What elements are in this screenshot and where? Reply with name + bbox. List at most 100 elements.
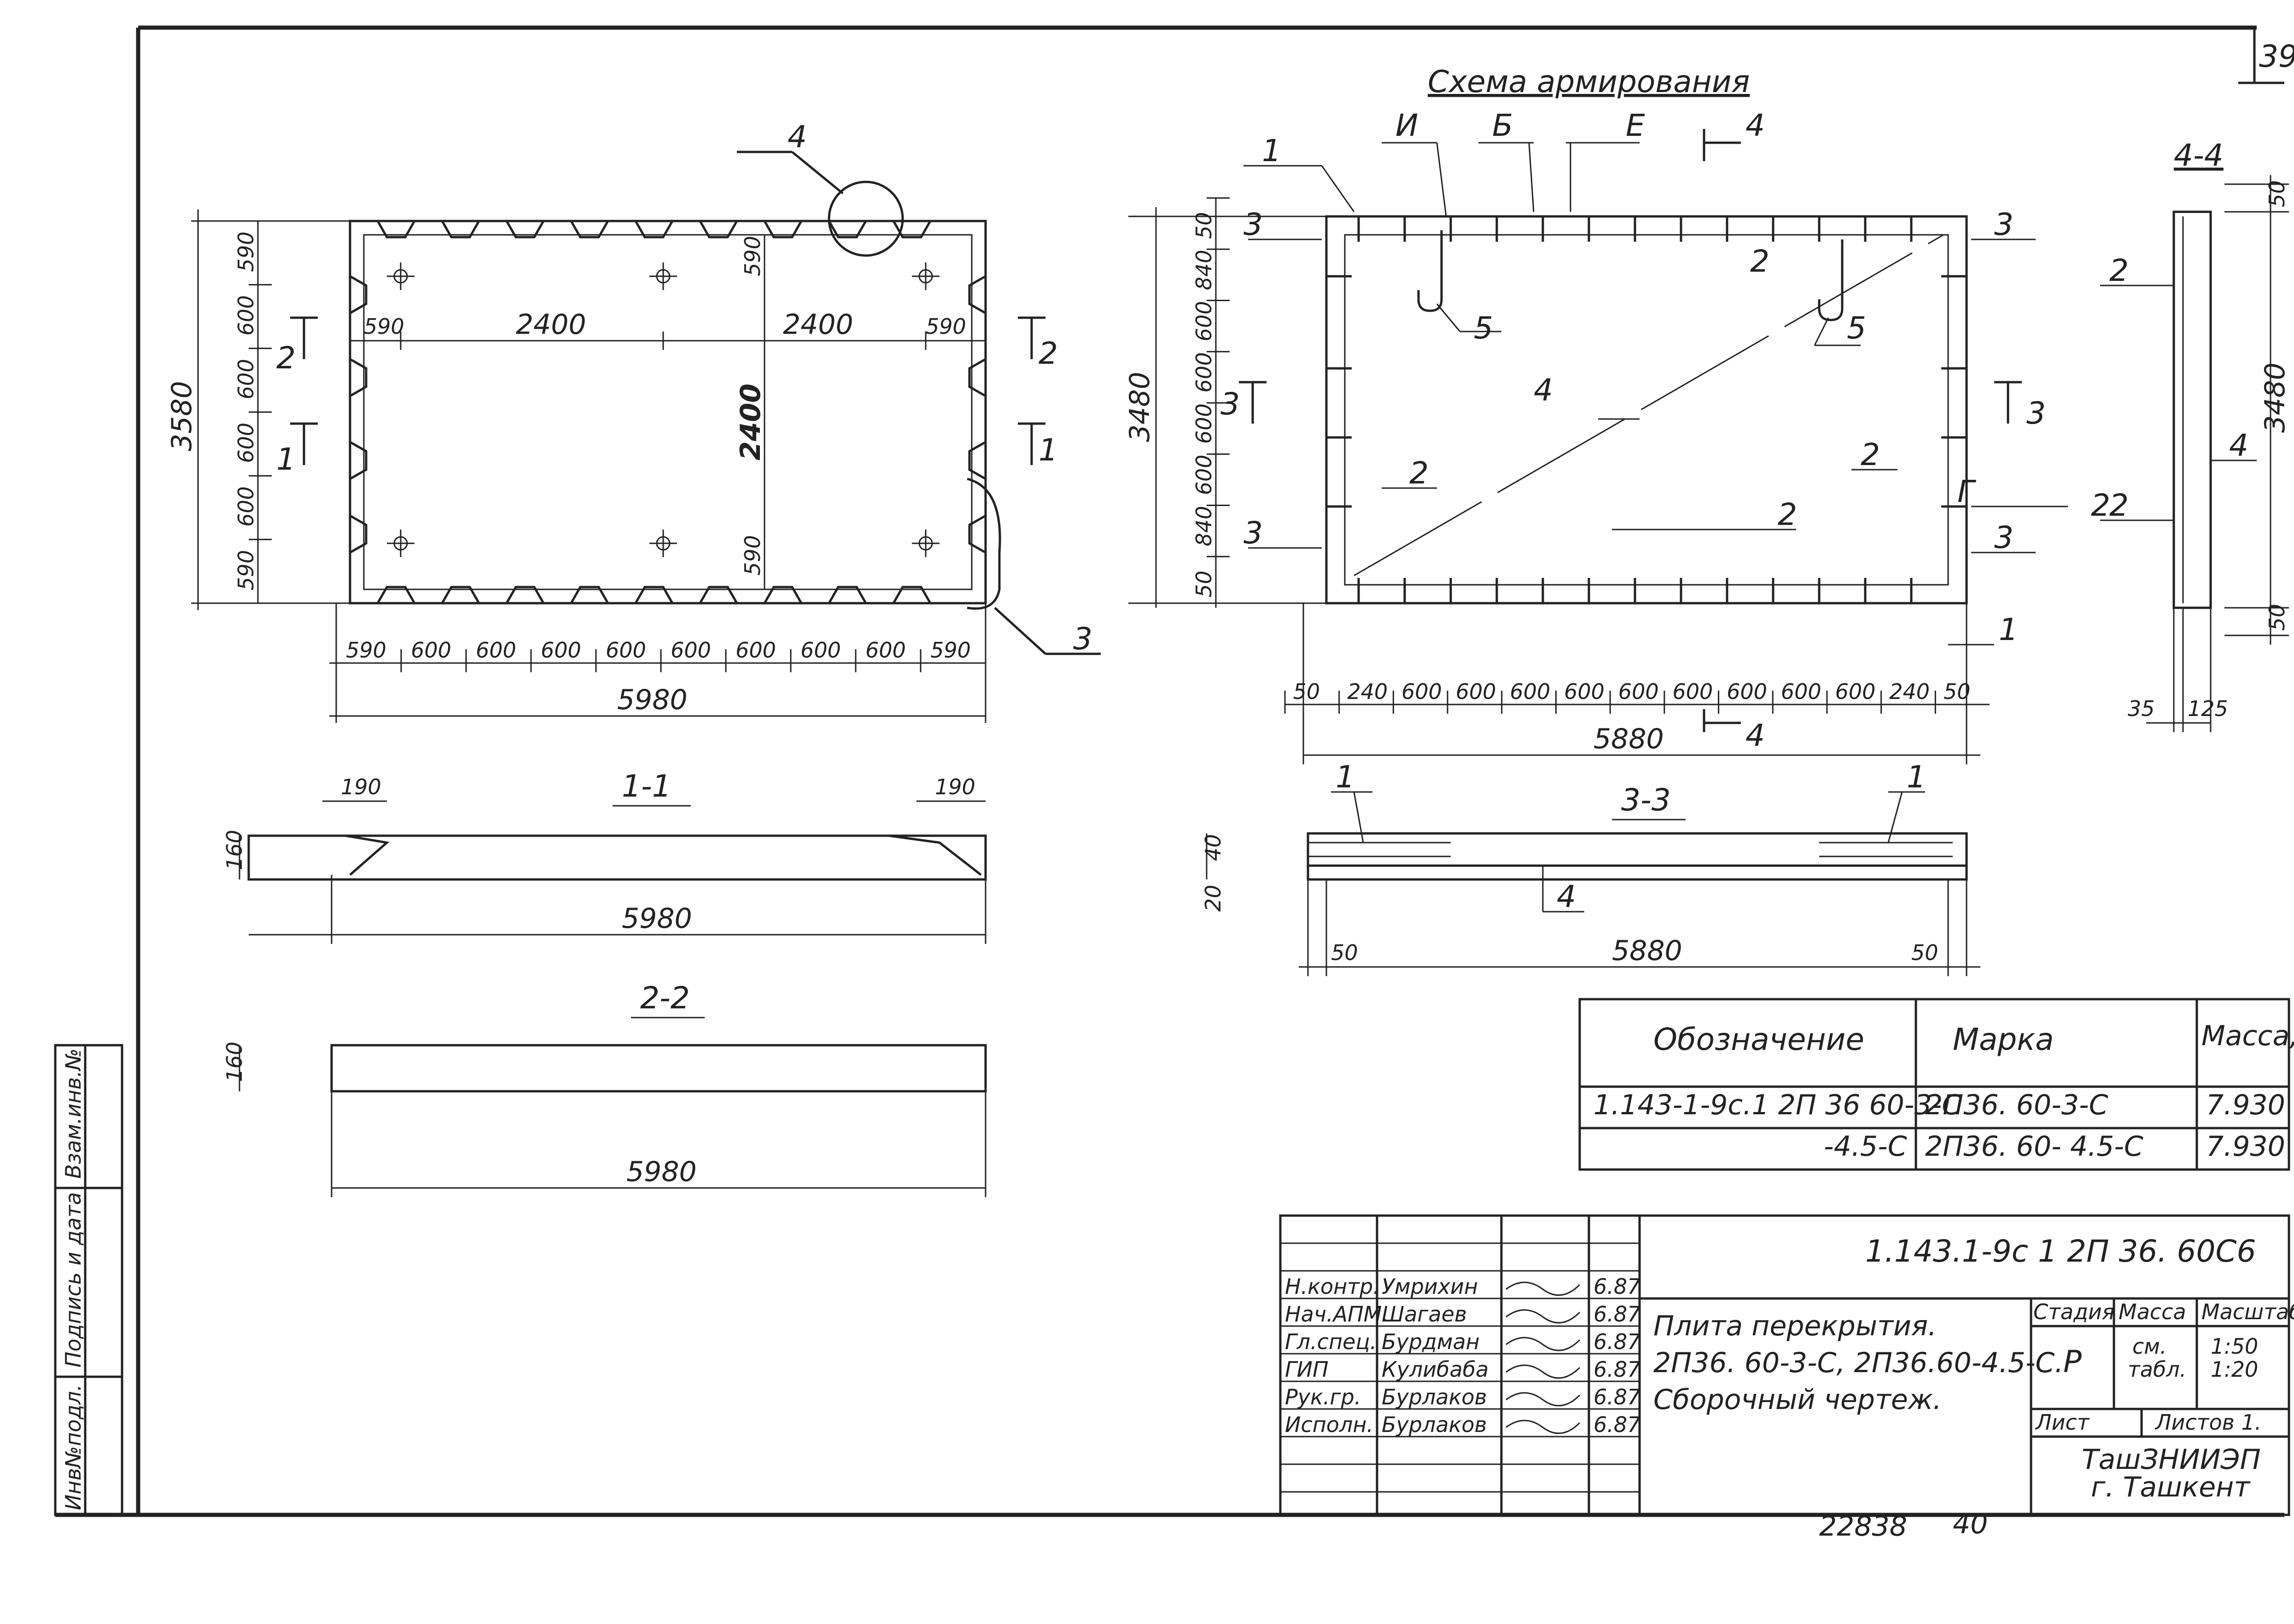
dim-inner-right: 590 — [926, 314, 966, 339]
section-44-title: 4-4 — [2174, 138, 2224, 173]
sheets-label: Листов 1. — [2154, 1410, 2261, 1435]
plan-left-side-dim-label: 600 — [233, 359, 258, 400]
plan-right-side-dim-label: 50 — [1191, 212, 1216, 239]
title-code: 1.143.1-9с 1 2П 36. 60С6 — [1865, 1234, 2256, 1269]
section-2-2: 2-2 160 5980 — [222, 980, 987, 1197]
sec33-pos-1b: 1 — [1907, 759, 1926, 795]
sec44-dim-mid: 3480 — [2259, 362, 2291, 433]
dim-inner-span-1: 2400 — [516, 309, 586, 341]
pos-1-bottom: 1 — [1999, 612, 2018, 647]
sec11-dim-left: 190 — [341, 774, 381, 799]
plan-left-bottom-dim-label: 600 — [865, 638, 906, 663]
plan-left-bottom-dim-label: 600 — [411, 638, 451, 663]
name-1: Шагаев — [1382, 1302, 1467, 1327]
slab-outline — [349, 220, 987, 605]
plan-right-bottom-dim-label: 600 — [1835, 679, 1876, 704]
sec33-pos-4: 4 — [1557, 879, 1576, 914]
spec-row2-designation: -4.5-С — [1824, 1130, 1907, 1163]
plan-left-side-dim-label: 590 — [233, 232, 258, 272]
pos-2-bottom: 2 — [1778, 497, 1797, 532]
spec-table: Обозначение Марка Масса, кг. 1.143-1-9с.… — [1578, 998, 2294, 1171]
sec11-length: 5980 — [622, 902, 692, 935]
schema-title: Схема армирования — [1428, 64, 1750, 99]
stamp-signature: Подпись и дата — [61, 1192, 86, 1368]
section-mark-4-bottom: 4 — [1745, 718, 1765, 753]
org-line-0: ТашЗНИИЭП — [2082, 1444, 2261, 1476]
name-4: Бурлаков — [1382, 1385, 1487, 1409]
plan-left-bottom-dim-label: 600 — [800, 638, 841, 663]
sec44-dim-w1: 35 — [2128, 696, 2155, 721]
section-mark-3-right: 3 — [2026, 396, 2046, 431]
role-1: Нач.АПМ. — [1285, 1302, 1389, 1327]
pos-2-far-right: 2 — [2091, 488, 2110, 523]
sec44-pos-2b: 2 — [2109, 488, 2129, 523]
section-22-title: 2-2 — [640, 980, 690, 1016]
section-mark-3-left: 3 — [1220, 386, 1240, 422]
plan-right-side-dim-label: 840 — [1191, 250, 1216, 290]
spec-row2-mass: 7.930 — [2206, 1130, 2285, 1163]
footer-page: 40 — [1953, 1508, 1988, 1540]
dim-overall-width-left: 5980 — [617, 684, 688, 716]
plan-right: Схема армирования — [1124, 64, 2110, 764]
plan-left-side-dim-label: 600 — [233, 423, 258, 463]
org-line-1: г. Ташкент — [2091, 1471, 2251, 1503]
sec11-thick: 160 — [222, 830, 247, 870]
sec44-dim-w2: 125 — [2188, 696, 2228, 721]
dim-inner-height: 2400 — [735, 384, 767, 460]
name-3: Кулибаба — [1382, 1357, 1488, 1382]
sec44-pos-4: 4 — [2229, 428, 2248, 463]
dim-inner-left: 590 — [364, 314, 404, 339]
pos-2-left: 2 — [1409, 455, 1429, 491]
section-33-title: 3-3 — [1621, 782, 1671, 818]
desc-line-2: Сборочный чертеж. — [1653, 1384, 1942, 1416]
plan-left-side-dim-label: 590 — [233, 550, 258, 591]
dim-inner-top-small: 590 — [740, 236, 765, 276]
pos-3-top-right: 3 — [1994, 207, 2014, 242]
sec22-length: 5980 — [626, 1156, 697, 1188]
section-mark-2-left: 2 — [276, 340, 296, 376]
scale-value-0: 1:50 — [2211, 1334, 2258, 1359]
role-3: ГИП — [1285, 1357, 1329, 1382]
role-5: Исполн. — [1285, 1412, 1373, 1437]
plan-right-bottom-dim-label: 600 — [1727, 679, 1767, 704]
pos-3-bot-left: 3 — [1243, 515, 1263, 551]
plan-right-side-dim-label: 600 — [1191, 352, 1216, 393]
pos-5-right: 5 — [1847, 310, 1866, 346]
dim-overall-width-right: 5880 — [1594, 723, 1664, 755]
sec33-d2: 20 — [1201, 885, 1226, 912]
role-0: Н.контр. — [1285, 1274, 1380, 1299]
callout-3: 3 — [1073, 621, 1092, 657]
date-5: 6.87 — [1594, 1412, 1640, 1437]
sec44-pos-2a: 2 — [2109, 253, 2129, 288]
plan-right-bottom-dim-label: 240 — [1889, 679, 1930, 704]
plan-right-bottom-dim-label: 600 — [1456, 679, 1496, 704]
pos-4-diag: 4 — [1534, 373, 1553, 408]
stamp-vzam-inv: Взам.инв.№ — [61, 1048, 86, 1179]
scale-label: Масштаб — [2201, 1299, 2294, 1324]
name-2: Бурдман — [1382, 1329, 1480, 1354]
section-mark-1-left: 1 — [276, 442, 296, 477]
date-4: 6.87 — [1594, 1385, 1640, 1409]
plan-left-bottom-dim-label: 600 — [671, 638, 711, 663]
sec33-pos-1a: 1 — [1336, 759, 1355, 795]
letter-g: Г — [1957, 474, 1977, 509]
spec-header-mass: Масса, кг. — [2201, 1020, 2294, 1052]
dim-inner-bot-small: 590 — [740, 535, 765, 576]
section-4-4: 4-4 50 3480 50 35 125 2 4 2 — [2100, 138, 2291, 732]
date-0: 6.87 — [1594, 1274, 1640, 1299]
sheet-frame: 39 Инв№подл. Подпись и дата Взам.инв.№ — [54, 25, 2294, 1517]
dim-overall-height-left: 3580 — [166, 381, 198, 451]
plan-right-bottom-dim-label: 600 — [1673, 679, 1713, 704]
section-mark-4-top: 4 — [1745, 108, 1765, 143]
name-0: Умрихин — [1382, 1274, 1478, 1299]
sec33-e1: 50 — [1331, 940, 1358, 965]
plan-right-bottom-dim-label: 50 — [1944, 679, 1971, 704]
callout-4: 4 — [788, 119, 807, 155]
spec-row1-designation: 1.143-1-9с.1 2П 36 60-3-С — [1594, 1089, 1961, 1121]
mass-label: Масса — [2119, 1299, 2186, 1324]
role-2: Гл.спец. — [1285, 1329, 1377, 1354]
pos-3-bot-right: 3 — [1994, 520, 2014, 555]
letter-b: Б — [1492, 108, 1513, 143]
section-3-3: 3-3 1 1 4 40 20 5880 50 50 — [1201, 759, 1980, 976]
